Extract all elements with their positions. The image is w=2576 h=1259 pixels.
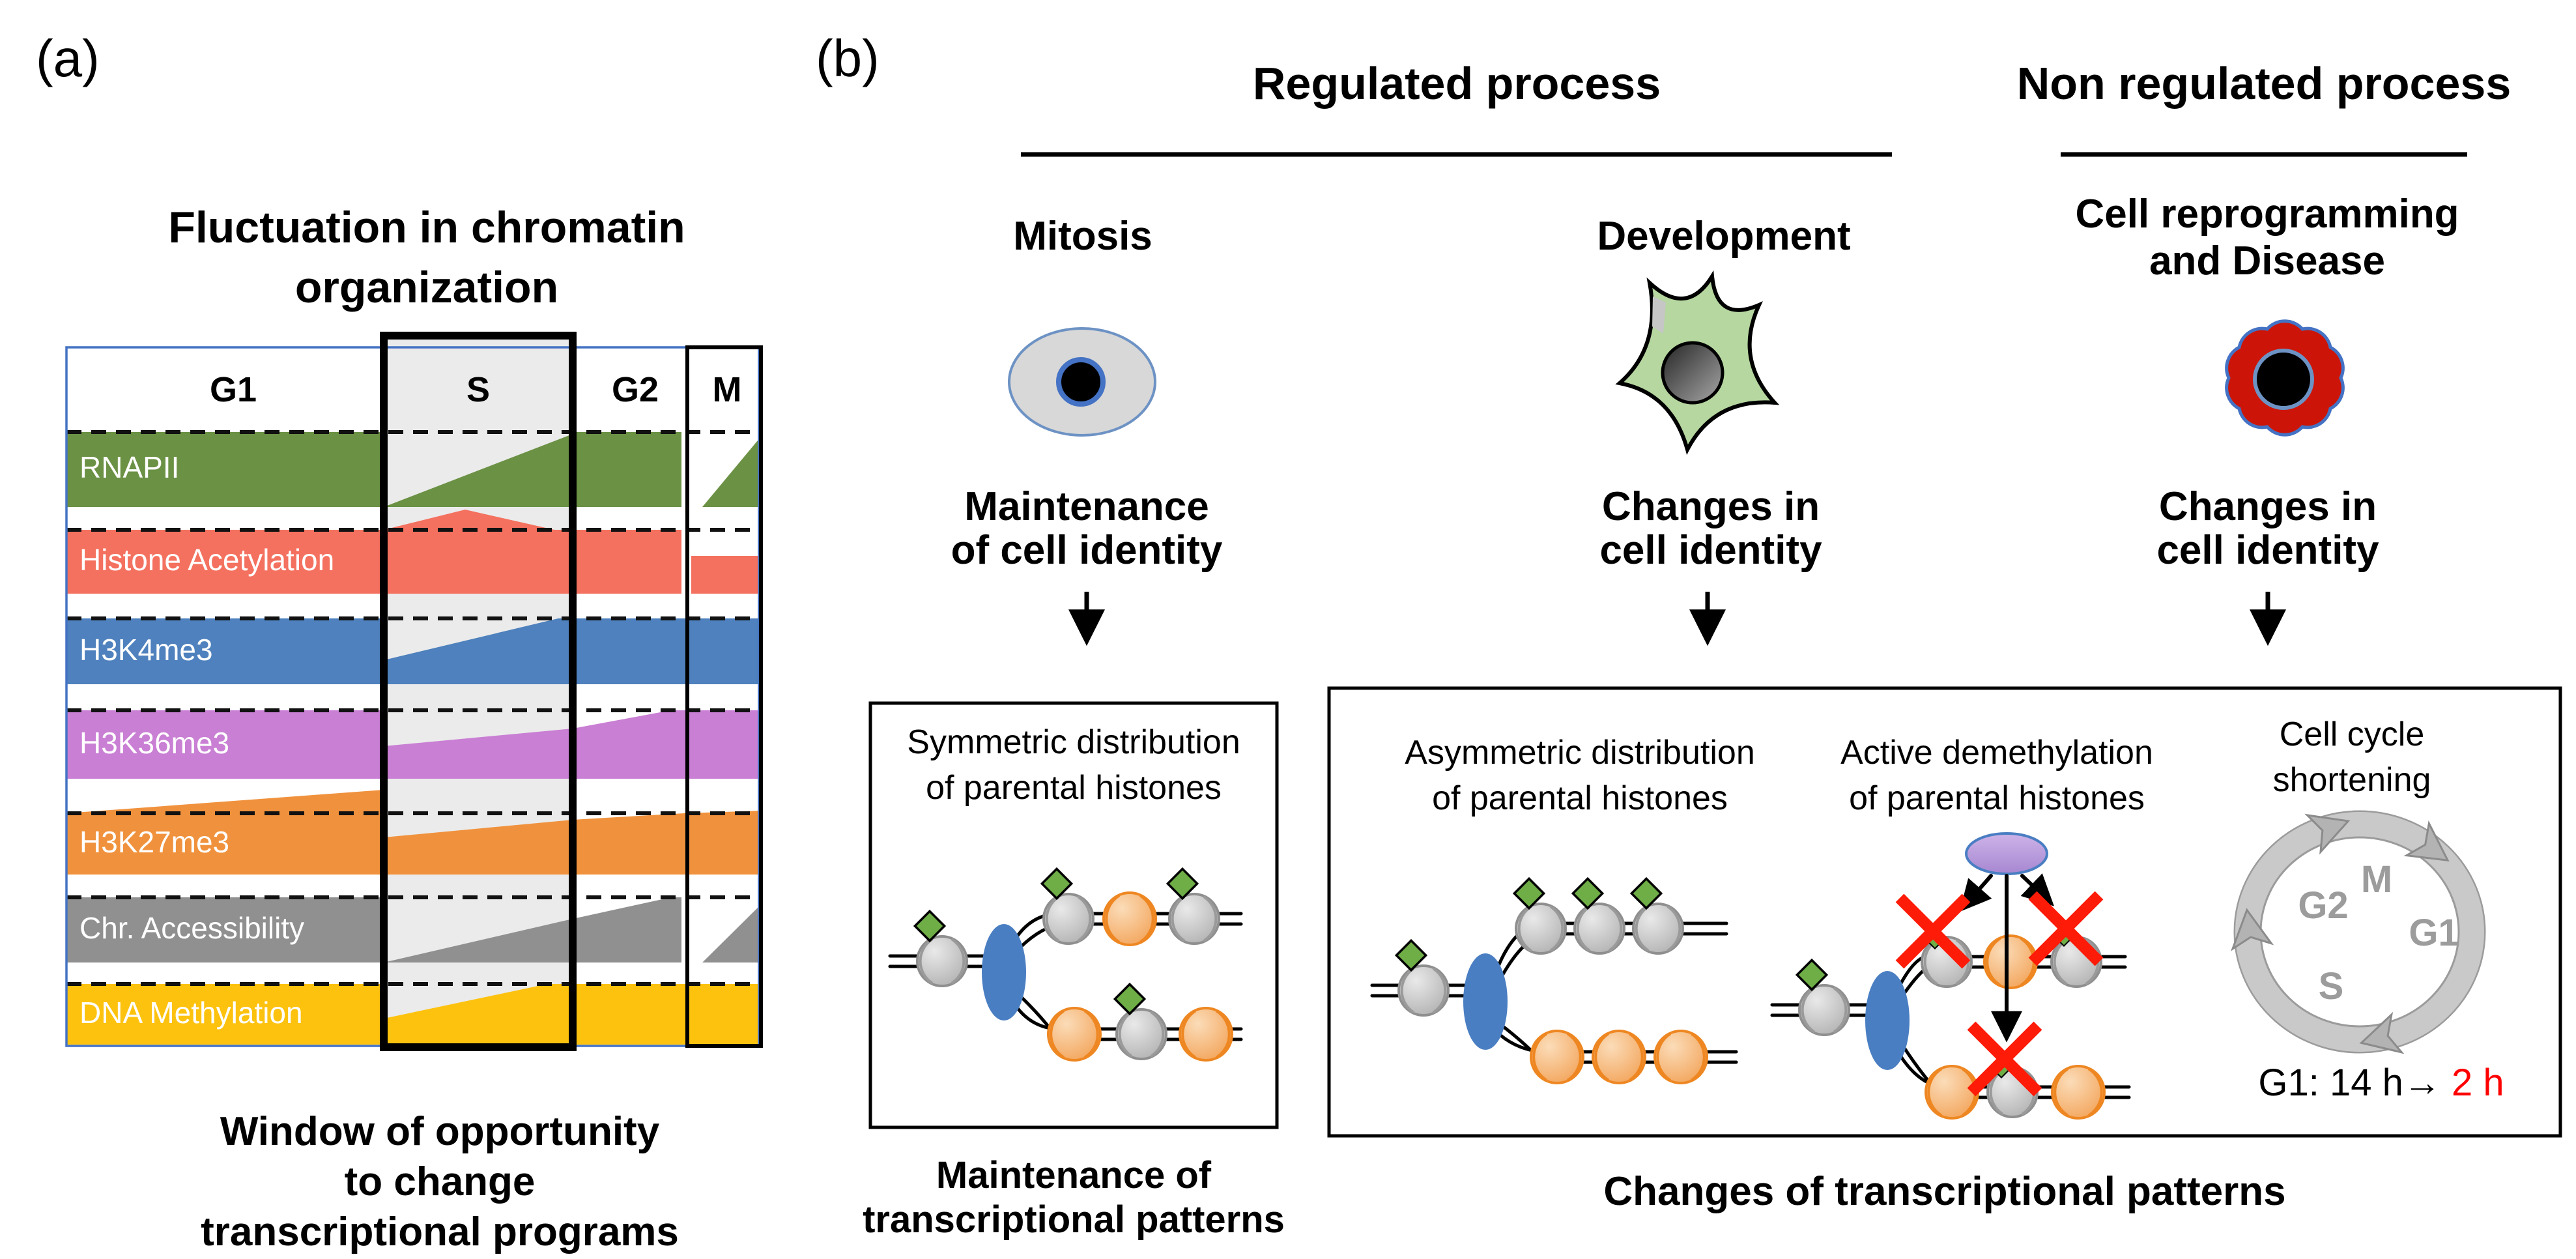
row-label-h3k27me3: H3K27me3: [79, 825, 230, 859]
red-x-marks: [1895, 891, 2104, 1097]
cell-shadow-patch: [1652, 297, 1666, 334]
symmetric-caption-line2: transcriptional patterns: [863, 1198, 1285, 1241]
development-cell-icon: [1615, 270, 1780, 456]
mitosis-cell-icon: [1008, 327, 1156, 437]
reprogramming-title-line2: and Disease: [2149, 239, 2385, 283]
s-phase-window-box: [380, 332, 577, 1051]
g1-shortening-text: G1: 14 h→ 2 h: [2258, 1062, 2504, 1104]
cycle-label-g1: G1: [2409, 912, 2459, 954]
flow-arrows: [1068, 592, 2286, 646]
panel-a-title-line1: Fluctuation in chromatin: [168, 203, 685, 252]
row-label-h3k4me3: H3K4me3: [79, 633, 213, 667]
row-label-dna-methylation: DNA Methylation: [79, 996, 303, 1030]
asymmetric-title-line1: Asymmetric distribution: [1405, 734, 1755, 772]
row-label-histone-acetylation: Histone Acetylation: [79, 543, 335, 577]
panel-a-caption-line3: transcriptional programs: [201, 1209, 679, 1254]
phase-header-g2: G2: [611, 370, 659, 409]
replisome-icon: [982, 924, 1026, 1020]
regulated-process-header: Regulated process: [1252, 58, 1661, 109]
phase-header-s: S: [466, 370, 491, 409]
row-band-histone-acetylation: [66, 510, 761, 594]
mitosis-outcome-line2: of cell identity: [951, 528, 1223, 573]
panel-a-caption-line1: Window of opportunity: [220, 1109, 660, 1154]
active-demethylation-diagram: [1770, 832, 2131, 1120]
phase-header-g1: G1: [209, 370, 257, 409]
reprogramming-outcome-line2: cell identity: [2156, 528, 2379, 573]
reprogramming-cell-icon: [2225, 319, 2345, 437]
cycle-label-s: S: [2318, 965, 2344, 1007]
demethylation-title-line2: of parental histones: [1849, 779, 2145, 817]
cycle-label-m: M: [2360, 858, 2393, 901]
changes-box: [1327, 686, 2562, 1138]
row-band-rnapii: [66, 432, 761, 507]
cell-cycle-ring-icon: [2226, 802, 2486, 1063]
cycle-label-g2: G2: [2298, 884, 2349, 927]
reprogramming-title-line1: Cell reprogramming: [2075, 192, 2459, 237]
g1-time-new: 2 h: [2451, 1062, 2504, 1104]
demethylation-title-line1: Active demethylation: [1840, 734, 2153, 772]
symmetric-box: [868, 701, 1279, 1129]
m-phase-box: [685, 345, 763, 1048]
row-band-h3k27me3: [66, 790, 761, 875]
replisome-icon: [1865, 971, 1910, 1070]
symmetric-box-title-line1: Symmetric distribution: [907, 723, 1240, 761]
row-band-dna-methylation: [66, 984, 761, 1045]
panel-a-caption-line2: to change: [344, 1159, 536, 1204]
chromatin-fluctuation-table: [65, 332, 763, 1051]
reprogramming-outcome-line1: Changes in: [2158, 484, 2377, 529]
row-label-chr-accessibility: Chr. Accessibility: [79, 911, 305, 945]
panel-a-label: (a): [36, 29, 100, 87]
development-outcome-line1: Changes in: [1601, 484, 1820, 529]
development-title: Development: [1597, 214, 1851, 259]
g1-time-old: G1: 14 h: [2258, 1062, 2403, 1104]
row-label-rnapii: RNAPII: [79, 450, 180, 484]
row-band-h3k4me3: [66, 618, 761, 684]
asymmetric-title-line2: of parental histones: [1432, 779, 1728, 817]
right-arrow-glyph: →: [2403, 1062, 2441, 1104]
reference-dashed-lines: [66, 430, 759, 986]
panel-b-label: (b): [816, 29, 880, 87]
symmetric-caption-line1: Maintenance of: [936, 1154, 1212, 1196]
cellcycle-title-line2: shortening: [2272, 761, 2431, 799]
asymmetric-histone-diagram: [1370, 877, 1738, 1084]
panel-a-title-line2: organization: [294, 263, 559, 312]
development-outcome-line2: cell identity: [1599, 528, 1822, 573]
changes-caption: Changes of transcriptional patterns: [1603, 1169, 2286, 1214]
mitosis-outcome-line1: Maintenance: [964, 484, 1209, 529]
replisome-icon: [1463, 953, 1508, 1050]
row-band-chr-accessibility: [66, 897, 761, 962]
mitosis-title: Mitosis: [1013, 214, 1152, 259]
cellcycle-title-line1: Cell cycle: [2279, 716, 2425, 753]
symmetric-histone-diagram: [888, 867, 1243, 1062]
row-band-h3k36me3: [66, 710, 761, 779]
non-regulated-process-header: Non regulated process: [2016, 58, 2512, 109]
phase-header-m: M: [712, 370, 742, 409]
symmetric-box-title-line2: of parental histones: [926, 769, 1222, 807]
row-label-h3k36me3: H3K36me3: [79, 726, 230, 760]
demethylase-icon: [1965, 832, 2048, 875]
